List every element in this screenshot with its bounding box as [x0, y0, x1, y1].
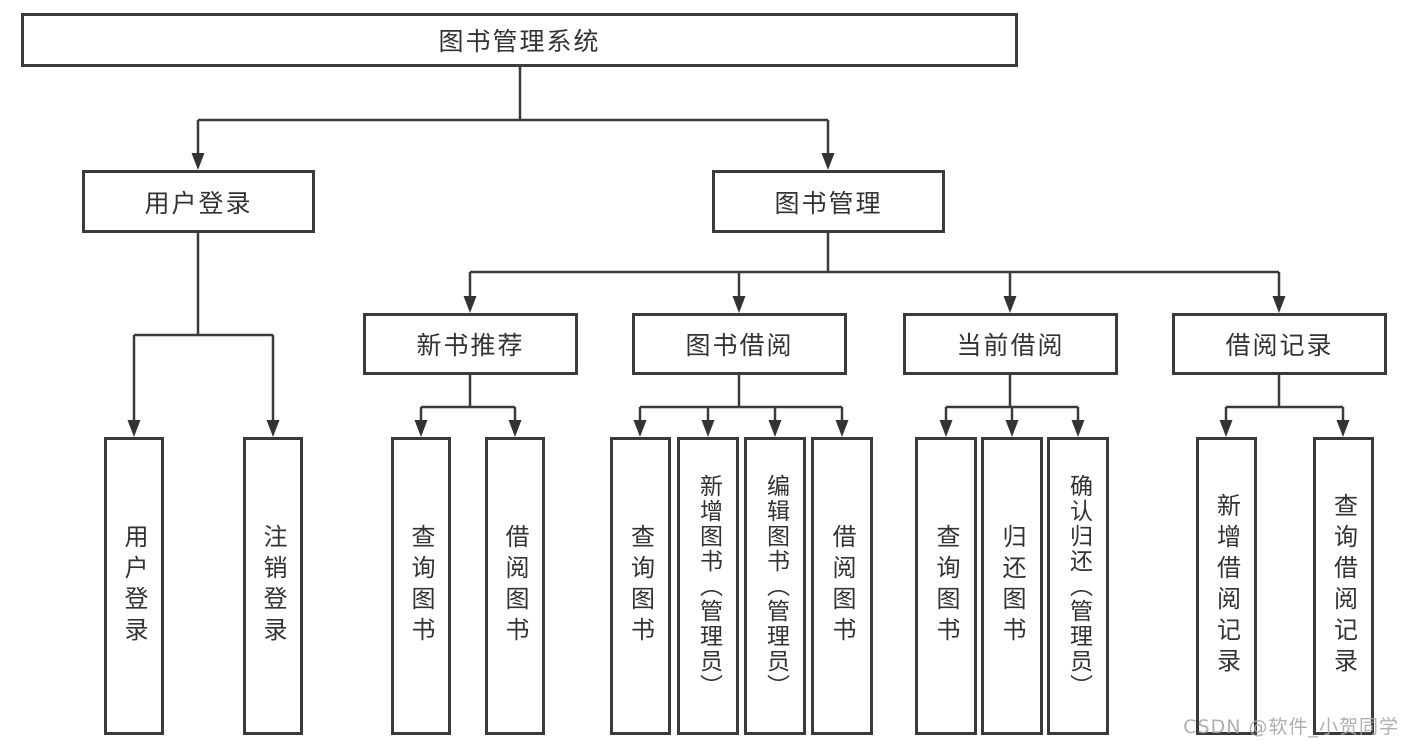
csdn-watermark: CSDN @软件_小贺同学: [1183, 716, 1399, 738]
node-label: 图书借阅: [685, 331, 794, 360]
node-label: 图书管理系统: [438, 27, 601, 56]
node-label: 编辑图书（管理员）: [762, 473, 789, 699]
node-label: 新增图书（管理员）: [695, 473, 722, 699]
node-book-management: 图书管理: [712, 170, 945, 233]
node-label: 归还图书: [998, 524, 1026, 648]
leaf-recommend-query-books: 查询图书: [391, 437, 451, 735]
leaf-user-login: 用户登录: [104, 437, 164, 735]
node-label: 用户登录: [120, 524, 148, 648]
node-label: 查询图书: [407, 524, 435, 648]
leaf-recommend-borrow-books: 借阅图书: [485, 437, 545, 735]
node-label: 当前借阅: [956, 331, 1065, 360]
node-label: 查询图书: [626, 524, 655, 648]
node-label: 注销登录: [259, 524, 287, 648]
leaf-edit-books-admin: 编辑图书（管理员）: [744, 437, 806, 735]
leaf-query-borrow-record: 查询借阅记录: [1313, 437, 1374, 735]
node-new-book-recommend: 新书推荐: [363, 313, 578, 375]
leaf-add-books-admin: 新增图书（管理员）: [677, 437, 739, 735]
arrowheads: [127, 153, 1350, 437]
node-label: 借阅图书: [501, 524, 529, 648]
node-borrow-records: 借阅记录: [1172, 313, 1387, 375]
node-root-system: 图书管理系统: [21, 13, 1018, 67]
node-label: 确认归还（管理员）: [1065, 473, 1092, 699]
leaf-current-query-books: 查询图书: [915, 437, 977, 735]
node-label: 查询借阅记录: [1329, 493, 1358, 679]
node-current-borrow: 当前借阅: [903, 313, 1118, 375]
node-label: 借阅记录: [1225, 331, 1334, 360]
leaf-borrow-query-books: 查询图书: [610, 437, 671, 735]
leaf-add-borrow-record: 新增借阅记录: [1196, 437, 1257, 735]
node-label: 新增借阅记录: [1212, 493, 1241, 679]
leaf-borrow-books: 借阅图书: [811, 437, 873, 735]
node-label: 用户登录: [144, 188, 253, 218]
leaf-return-books: 归还图书: [981, 437, 1043, 735]
node-label: 图书管理: [774, 188, 883, 218]
node-label: 借阅图书: [828, 524, 856, 648]
leaf-logout: 注销登录: [243, 437, 303, 735]
node-user-login-group: 用户登录: [82, 170, 315, 233]
leaf-confirm-return-admin: 确认归还（管理员）: [1047, 437, 1109, 735]
node-label: 查询图书: [932, 524, 960, 648]
node-label: 新书推荐: [416, 331, 525, 360]
node-book-borrow: 图书借阅: [632, 313, 847, 375]
